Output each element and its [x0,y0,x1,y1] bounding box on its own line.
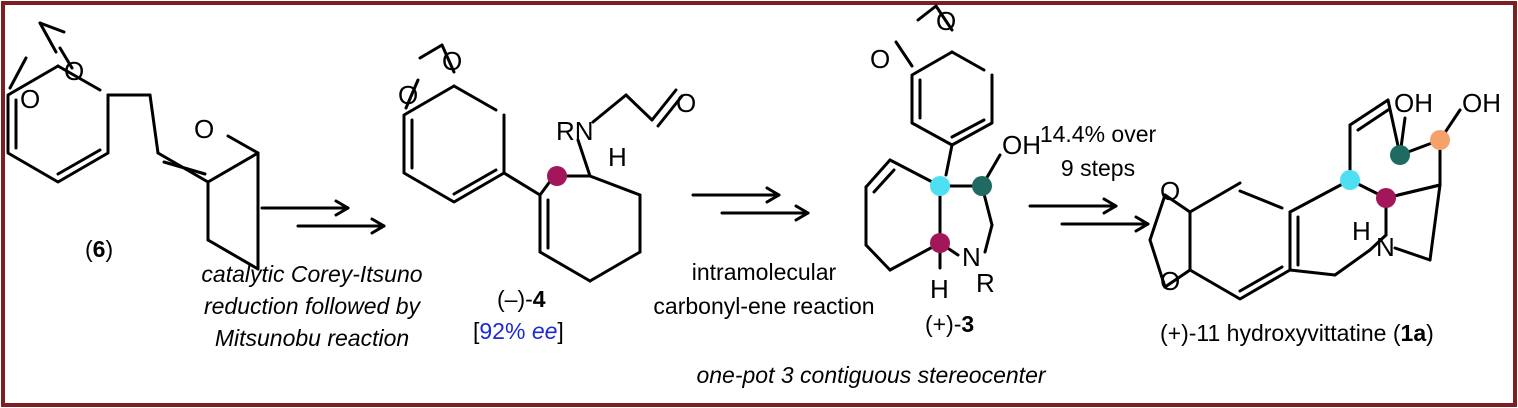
step3-line2: 9 steps [1061,155,1135,181]
step3-line1: 14.4% over [1040,121,1157,147]
atom-OH: OH [1394,88,1433,118]
atom-O: O [194,114,214,144]
atom-O: O [442,46,462,76]
step2-note: one-pot 3 contiguous stereocenter [696,362,1046,388]
stereocenter-magenta [930,233,950,253]
compound-4-structure [402,43,684,283]
compound-4-ee: [92% ee] [473,318,564,344]
step1-line2: reduction followed by [204,293,422,319]
atom-RN: RN [556,116,594,146]
atom-H: H [930,274,949,304]
arrow-step-1 [260,199,386,235]
atom-O: O [676,88,696,118]
atom-O: O [1160,266,1180,296]
atom-N: N [1376,232,1395,262]
atom-H: H [608,142,627,172]
compound-1a-label: (+)-11 hydroxyvittatine (1a) [1160,320,1434,346]
stereocenter-teal [1390,145,1410,165]
stereocenter-magenta [1376,188,1396,208]
compound-3-label: (+)-3 [925,311,974,337]
arrow-step-3 [1028,197,1150,233]
compound-1a-structure [1148,98,1462,301]
step2-line2: carbonyl-ene reaction [653,293,874,319]
compound-4-label: (–)-4 [497,286,546,312]
atom-O: O [870,44,890,74]
stereocenter-cyan [930,176,950,196]
atom-O: O [398,80,418,110]
stereocenter-teal [972,176,992,196]
stereocenter-cyan [1340,170,1360,190]
atom-O: O [936,6,956,36]
arrow-step-2 [691,186,810,222]
compound-6-label: (6) [85,236,113,262]
compound-6-structure [6,21,260,271]
atom-R: R [976,268,995,298]
atom-O: O [20,84,40,114]
atom-H: H [1352,216,1371,246]
step2-line1: intramolecular [692,259,837,285]
stereocenter-magenta [547,166,567,186]
atom-OH: OH [1462,88,1501,118]
step1-line1: catalytic Corey-Itsuno [201,261,422,287]
atom-O: O [1160,176,1180,206]
atom-O: O [64,56,84,86]
step1-line3: Mitsunobu reaction [215,325,409,351]
atom-N: N [962,242,981,272]
stereocenter-orange [1430,130,1450,150]
atom-OH: OH [1002,130,1041,160]
